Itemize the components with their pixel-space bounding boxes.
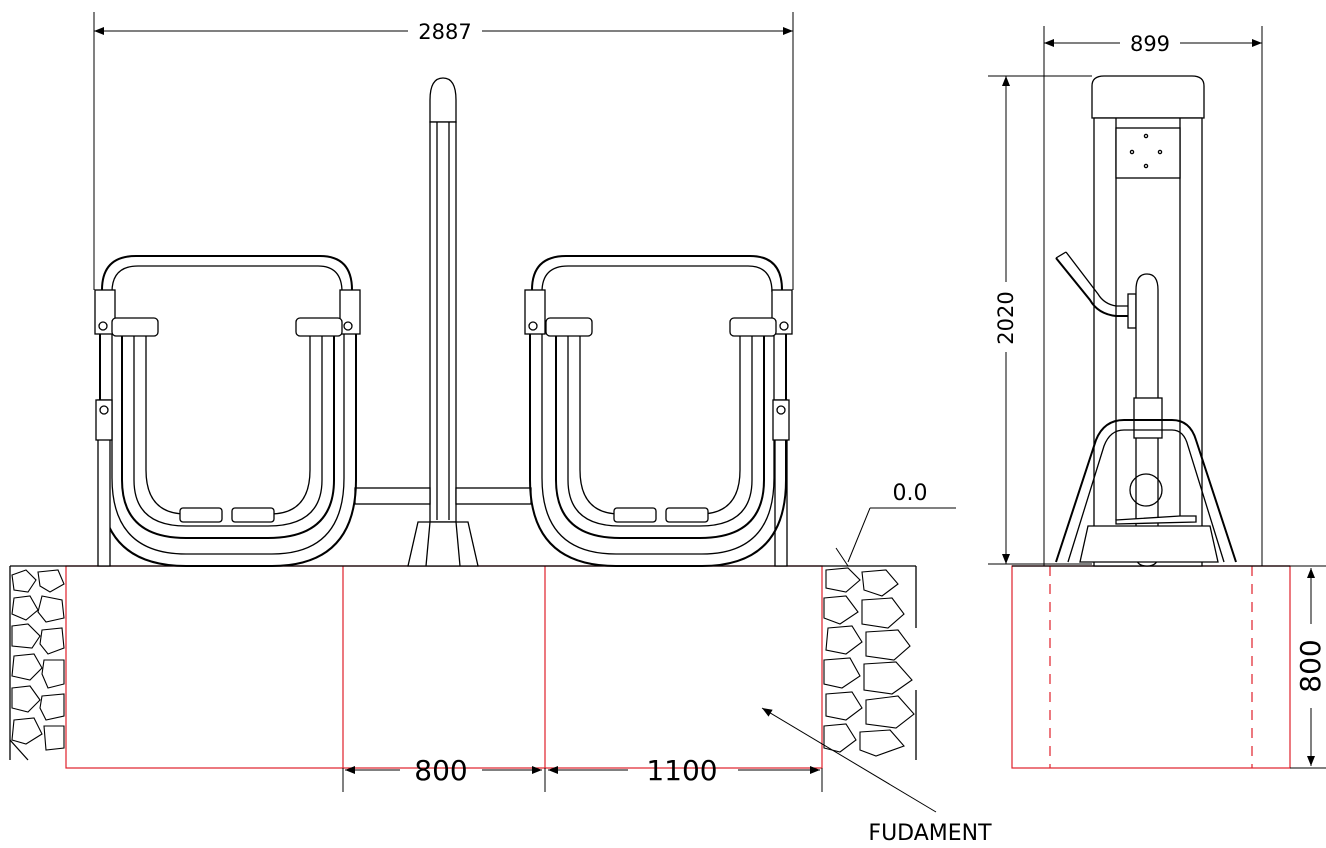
side-view: 899 2020 800 bbox=[988, 26, 1326, 769]
foundation-label: FUDAMENT bbox=[868, 821, 992, 846]
dim-899-label: 899 bbox=[1130, 32, 1170, 56]
dimension-side-depth: 899 bbox=[1043, 26, 1263, 566]
ground-level-label: 0.0 bbox=[893, 481, 928, 506]
dim-800-depth-label: 800 bbox=[1294, 639, 1326, 692]
dimension-bottom: 800 1100 bbox=[342, 754, 823, 792]
dimension-height: 2020 bbox=[988, 75, 1092, 565]
center-post bbox=[407, 77, 479, 567]
dimension-foundation-depth: 800 bbox=[1290, 565, 1326, 769]
foundation-side bbox=[1011, 565, 1291, 769]
dim-800-gap-label: 800 bbox=[414, 754, 467, 787]
dimension-overall-width: 2887 bbox=[93, 12, 794, 290]
foundation-front bbox=[65, 565, 823, 769]
side-a-frame bbox=[1055, 419, 1237, 563]
side-handle bbox=[1055, 251, 1137, 329]
stone-fill-right bbox=[822, 566, 917, 766]
dim-1100-label: 1100 bbox=[646, 754, 717, 787]
left-station bbox=[94, 255, 788, 567]
dim-2020-label: 2020 bbox=[994, 291, 1018, 344]
front-view: 2887 800 1100 0.0 FUDAMENT bbox=[9, 12, 992, 846]
foundation-label-group: FUDAMENT bbox=[761, 707, 992, 846]
ground-level-marker: 0.0 bbox=[835, 481, 956, 567]
right-station bbox=[524, 255, 793, 567]
dim-2887-label: 2887 bbox=[418, 20, 471, 44]
stone-fill-left bbox=[9, 566, 66, 766]
